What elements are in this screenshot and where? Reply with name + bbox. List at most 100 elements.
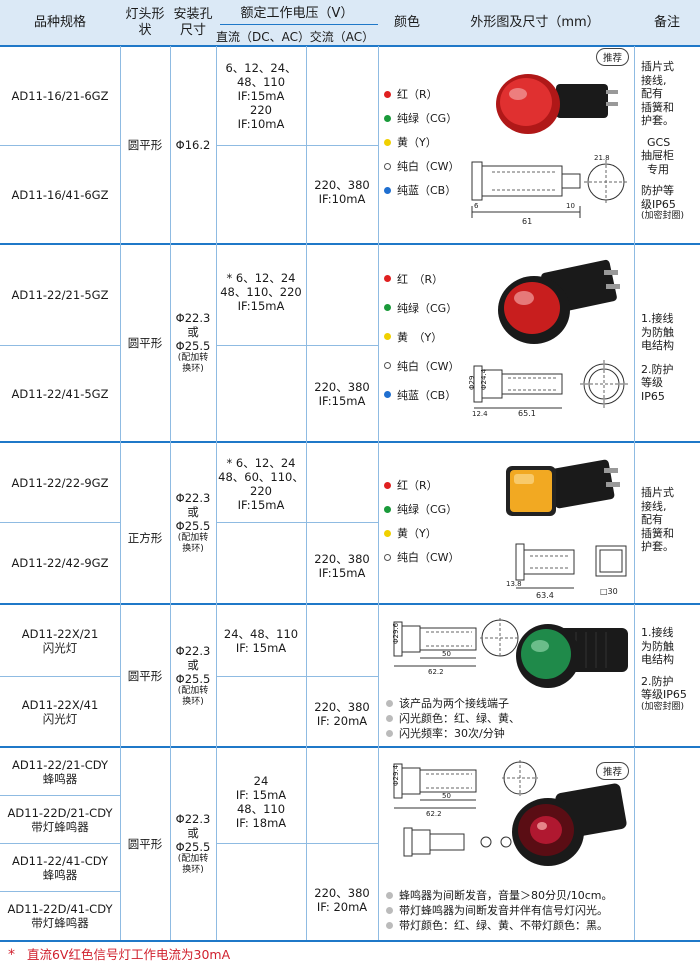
dc-voltage-cell: 24 IF: 15mA 48、110 IF: 18mA (216, 770, 306, 834)
head-shape-cell: 圆平形 (127, 837, 163, 851)
color-item: 纯蓝（CB） (384, 178, 460, 202)
model-line: AD11-22D/41-CDY (7, 902, 113, 916)
color-label: 红 （R） (397, 272, 444, 286)
hole-line: Φ22.3 (175, 812, 211, 826)
dc-line: IF:15mA (237, 89, 285, 103)
note-item: 蜂鸣器为间断发音，音量＞80分贝/10cm。 (386, 888, 612, 903)
product-photo-ad11-22-square (506, 459, 620, 516)
color-item: 黄 （Y） (384, 322, 460, 351)
ac-line: IF:15mA (318, 566, 366, 580)
vline-3 (216, 46, 217, 940)
color-dot (384, 90, 391, 98)
remark-line: 插片式 (641, 486, 674, 499)
dimension-drawing-ad11-22-round: 65.1 12.4 Φ29 Φ24.4 (468, 360, 628, 418)
model-line: AD11-22/41-CDY (11, 853, 109, 868)
ac-voltage-cell: 220、380 IF:15mA (306, 546, 378, 586)
color-item: 红（R） (384, 82, 460, 106)
color-dot (384, 275, 391, 282)
remark-line: 防护等 (641, 184, 674, 197)
hole-cell: Φ22.3 或 Φ25.5 (配加转 换环) (170, 245, 216, 441)
dc-line: IF: 18mA (235, 816, 287, 830)
dimension-drawing-ad11-22x: 50 62.2 Φ29.6 (392, 618, 520, 676)
model-cell: AD11-22/41-CDY 蜂鸣器 (0, 844, 120, 891)
color-label: 红（R） (397, 88, 438, 101)
dim-label: 50 (442, 792, 451, 800)
color-dot (384, 362, 391, 369)
color-label: 纯白（CW） (397, 160, 460, 173)
ac-line: IF:15mA (318, 394, 366, 408)
hole-line: 换环) (182, 364, 204, 374)
color-dot (384, 162, 391, 170)
color-label: 纯蓝（CB） (397, 388, 457, 402)
dimension-drawing-ad11-16: 61 6 10 21.8 (471, 154, 628, 226)
color-label: 纯白（CW） (397, 359, 460, 373)
header-hole: 安装孔 尺寸 (170, 0, 216, 46)
color-item: 纯绿（CG） (384, 106, 460, 130)
color-dot (384, 391, 391, 398)
color-list: 红（R） 纯绿（CG） 黄（Y） 纯白（CW） (384, 473, 460, 569)
remark-line: 1.接线 (641, 626, 674, 639)
footnote-star: * (8, 947, 15, 963)
dim-label: 50 (442, 650, 451, 658)
remark-line: GCS (647, 135, 671, 149)
note-item: 闪光颜色：红、绿、黄、 (386, 711, 520, 726)
remark-line: (加密封圈) (641, 701, 685, 712)
product-photo-ad11-16 (496, 74, 618, 134)
feature-notes: 该产品为两个接线端子 闪光颜色：红、绿、黄、 闪光频率：30次/分钟 (386, 696, 520, 741)
ac-line: 220、380 (314, 178, 370, 192)
dc-voltage-cell: 24、48、110 IF: 15mA (216, 624, 306, 658)
color-dot (384, 505, 391, 513)
bullet-icon (386, 730, 393, 737)
head-shape-cell: 圆平形 (127, 336, 163, 350)
bullet-icon (386, 892, 393, 899)
dim-label: 6 (474, 202, 479, 210)
subrule-g4-volt (216, 676, 378, 677)
remark-line: 级IP65 (641, 197, 676, 211)
hole-line: (配加转 (177, 685, 209, 696)
color-dot (384, 304, 391, 311)
ac-line: 220、380 (314, 886, 370, 900)
hole-cell: Φ22.3 或 Φ25.5 (配加转 换环) (170, 748, 216, 940)
rule-group-4 (0, 746, 700, 748)
hole-line: 或 (187, 505, 199, 519)
model-cell: AD11-22/21-CDY 蜂鸣器 (0, 748, 120, 795)
dimension-drawing-ad11-22-square: 63.4 13.8 □30 (506, 543, 627, 600)
color-dot (384, 529, 391, 537)
color-dot (384, 138, 391, 146)
dc-voltage-cell: 6、12、24、 48、110 IF:15mA 220 IF:10mA (216, 52, 306, 140)
remark-line: (加密封圈) (641, 211, 685, 221)
model-cell: AD11-22/21-5GZ (11, 288, 109, 302)
dc-line: 220 (250, 103, 272, 117)
remark-line: 插簧和 (641, 526, 674, 540)
ac-line: 220、380 (314, 380, 370, 394)
header-model: 品种规格 (0, 0, 120, 46)
color-dot (384, 481, 391, 489)
subrule-g5-model-3 (0, 891, 120, 892)
remark-line: 2.防护 (641, 362, 674, 376)
header-head-shape: 灯头形状 (120, 0, 170, 46)
color-dot (384, 114, 391, 122)
vline-4 (306, 46, 307, 940)
note-item: 该产品为两个接线端子 (386, 696, 520, 711)
hole-line: 换环) (182, 865, 204, 875)
model-cell: AD11-22D/41-CDY 带灯蜂鸣器 (0, 892, 120, 940)
dc-line: IF:15mA (237, 498, 285, 512)
remark-line: 等级IP65 (641, 688, 687, 701)
remark-line: 接线, (641, 73, 667, 87)
hole-cell: Φ16.2 (175, 138, 211, 152)
dc-line: 6、12、24、 (225, 61, 297, 75)
hole-line: (配加转 (177, 353, 209, 363)
footnote-text: 直流6V红色信号灯工作电流为30mA (26, 947, 231, 962)
color-item: 黄（Y） (384, 521, 460, 545)
remark-line: 护套。 (641, 114, 674, 127)
hole-line: (配加转 (177, 854, 209, 864)
model-cell: AD11-22X/21 闪光灯 (0, 605, 120, 676)
hole-line: 或 (187, 657, 199, 672)
model-line: 闪光灯 (42, 640, 78, 655)
vline-5 (378, 46, 379, 940)
color-label: 黄（Y） (397, 527, 437, 540)
color-item: 纯白（CW） (384, 545, 460, 569)
dim-label: 21.8 (594, 154, 610, 162)
color-item: 红 （R） (384, 264, 460, 293)
remark-line: IP65 (641, 389, 665, 403)
